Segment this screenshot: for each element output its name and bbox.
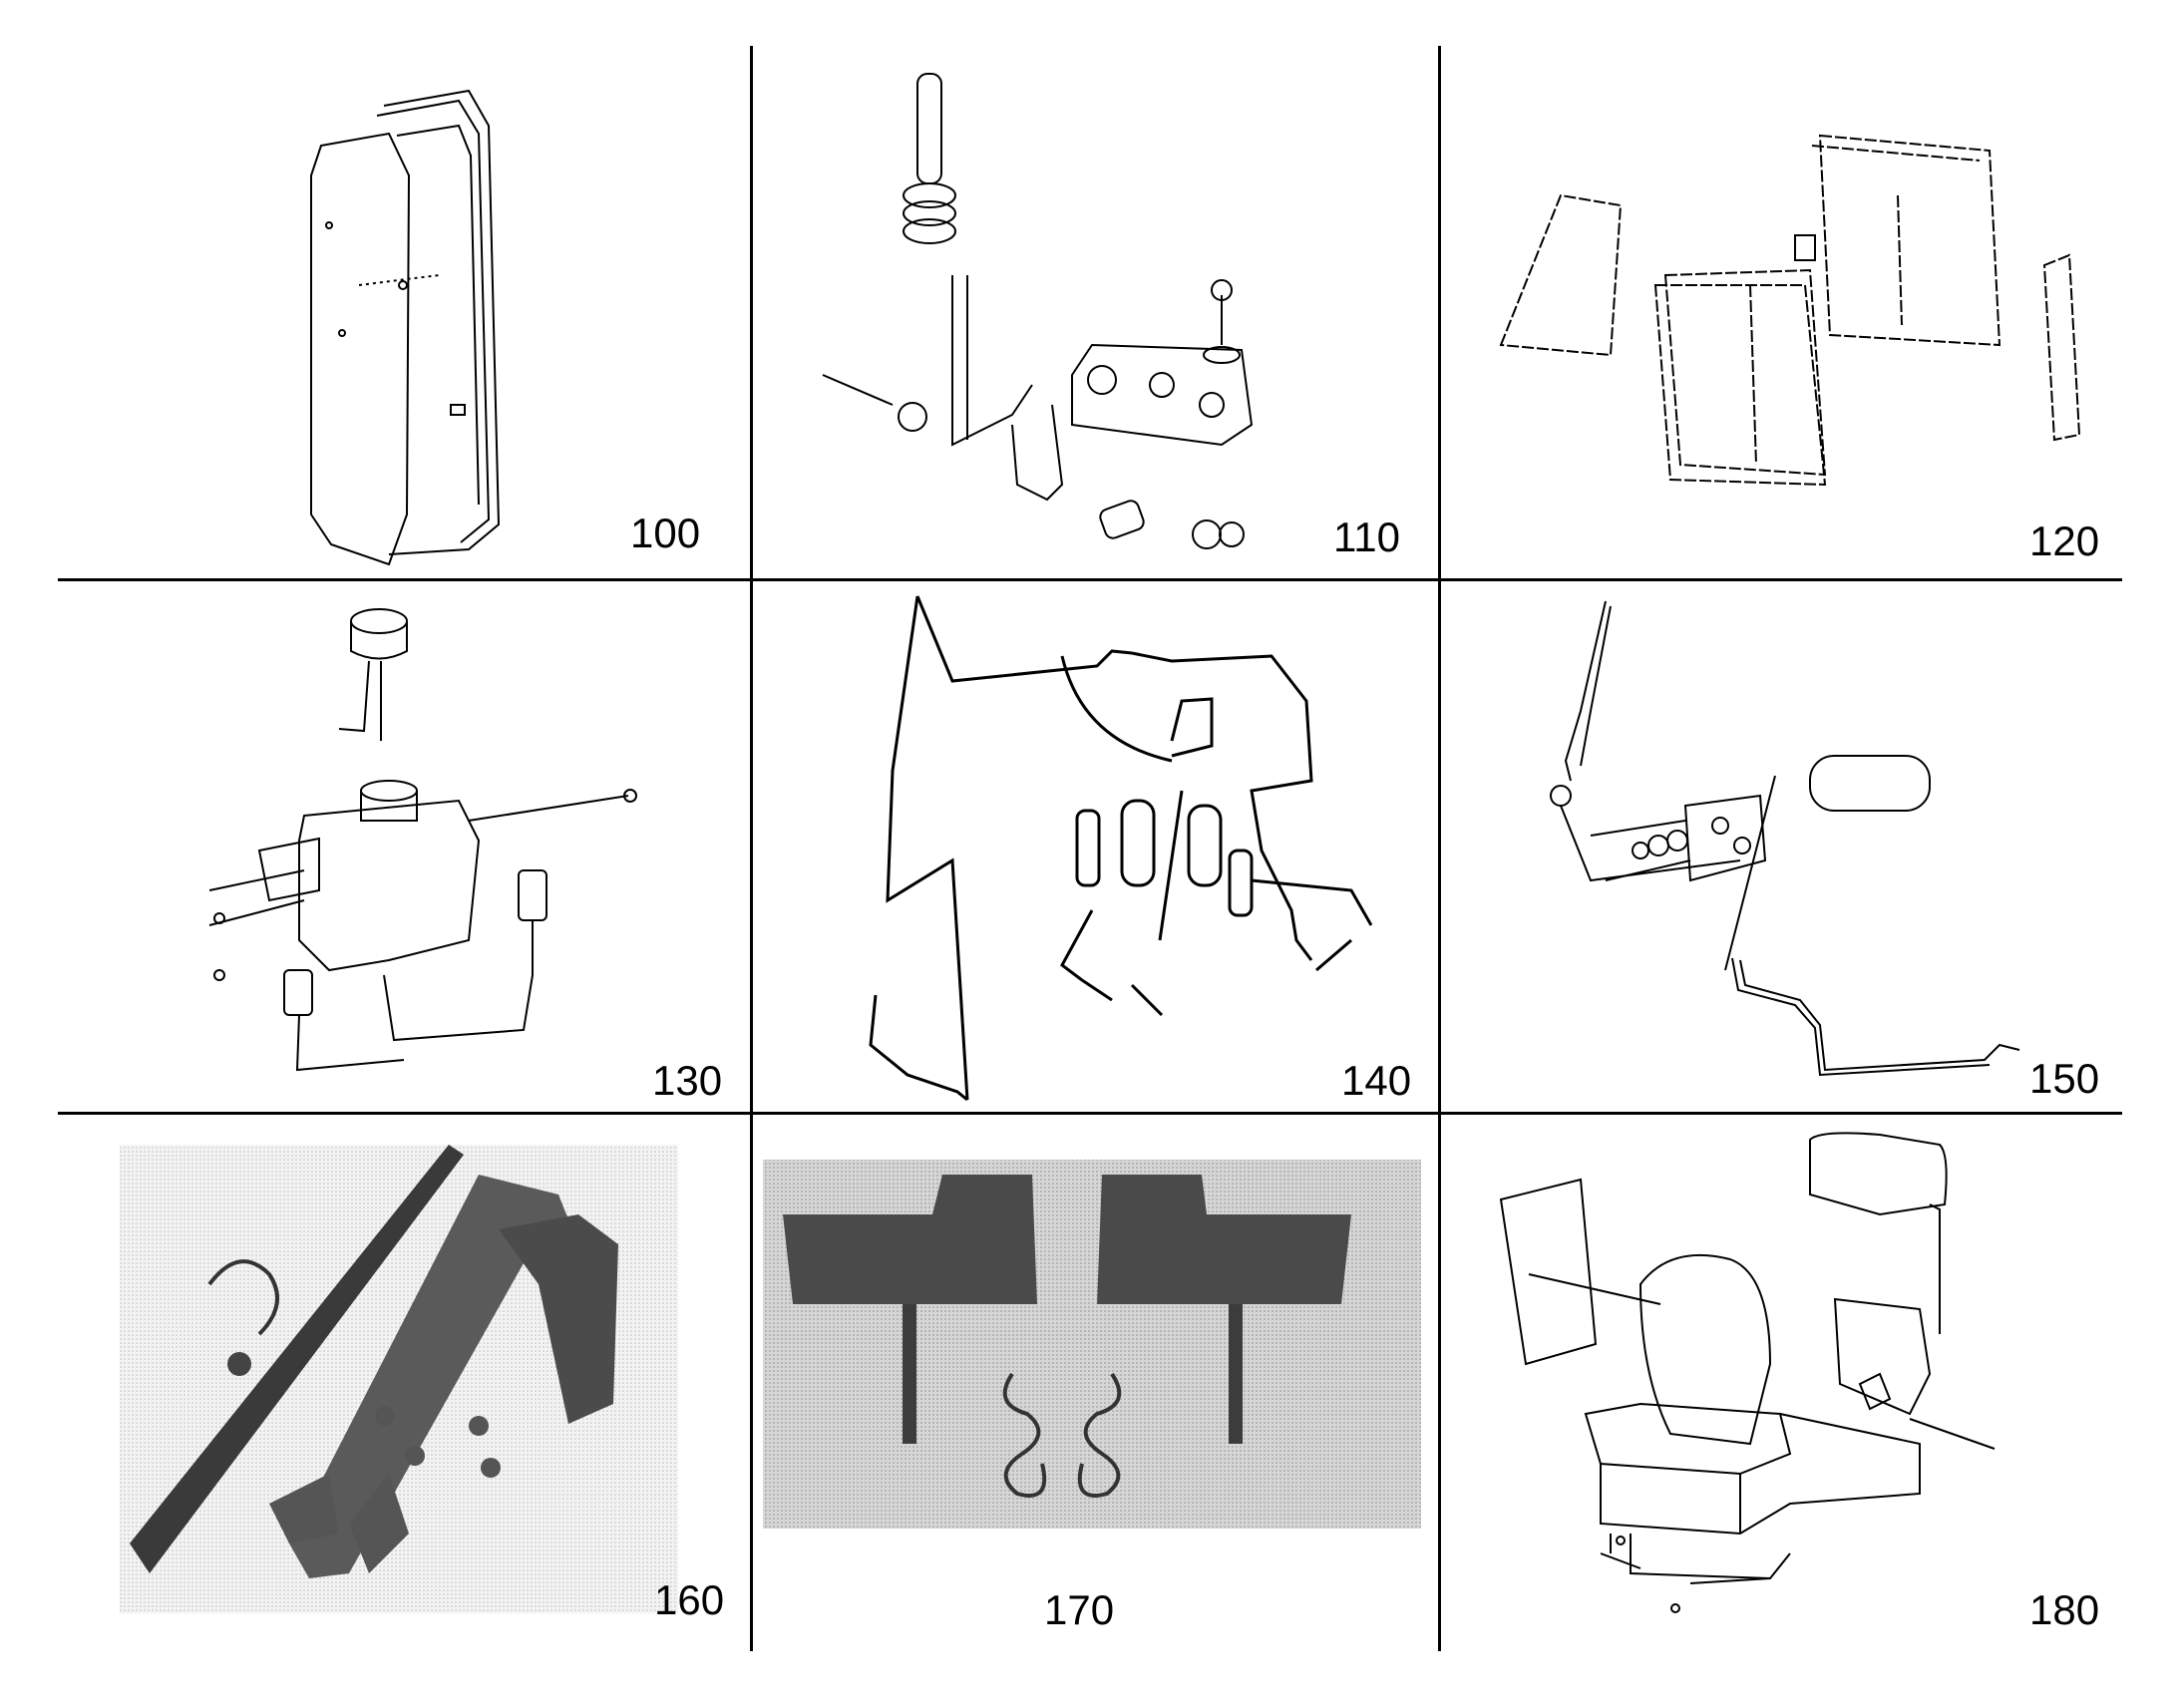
panel-170[interactable]: 170 [753,1115,1437,1651]
panel-number: 120 [2029,517,2100,564]
panel-number: 150 [2029,1055,2100,1102]
panel-140[interactable]: 140 [753,581,1437,1110]
panel-number: 180 [2029,1586,2100,1633]
panel-130[interactable]: 130 [60,581,748,1110]
panel-180[interactable]: 180 [1441,1115,2122,1651]
door-latch-mechanism-icon [822,73,1254,549]
bracket-spring-photo-icon [763,1160,1421,1529]
cab-windows-icon [1499,134,2081,487]
operator-seat-icon [1499,1132,1996,1613]
wiper-assembly-icon [1550,600,2020,1077]
grid-divider-v1 [750,46,753,1651]
panel-100[interactable]: 100 [60,46,748,576]
panel-160[interactable]: 160 [60,1115,748,1651]
panel-120[interactable]: 120 [1441,46,2122,576]
panel-150[interactable]: 150 [1441,581,2122,1110]
panel-number: 160 [654,1576,725,1623]
panel-number: 110 [1333,513,1400,560]
wiring-harness-icon [869,595,1373,1102]
panel-number: 130 [652,1057,723,1104]
panel-number: 140 [1341,1057,1412,1104]
grid-divider-h2 [58,1112,2122,1115]
grid-divider-v2 [1438,46,1441,1651]
panel-110[interactable]: 110 [753,46,1437,576]
pedal-kit-photo-icon [120,1145,678,1613]
panel-number: 170 [1044,1586,1115,1633]
washer-reservoir-icon [208,608,637,1072]
grid-divider-h1 [58,578,2122,581]
panel-number: 100 [630,510,701,556]
door-panel-icon [310,89,501,566]
